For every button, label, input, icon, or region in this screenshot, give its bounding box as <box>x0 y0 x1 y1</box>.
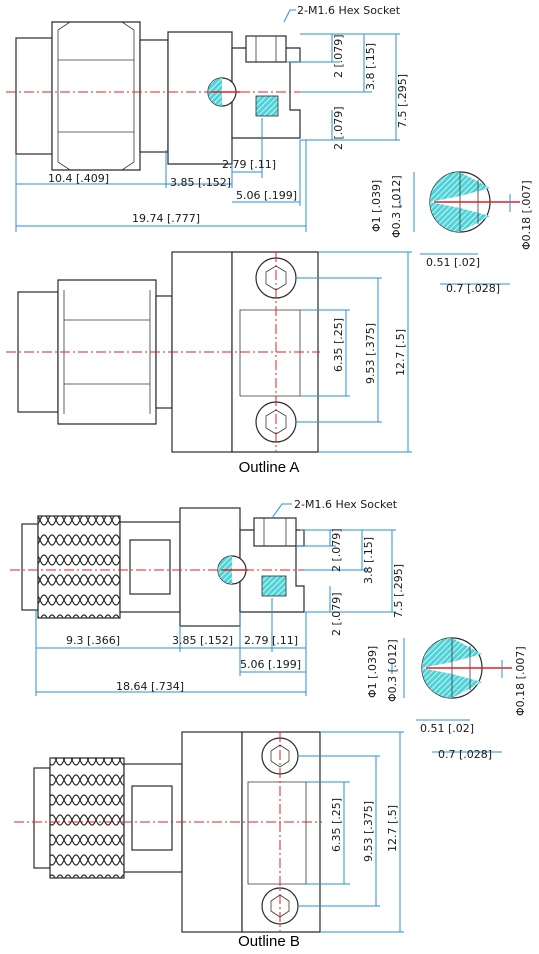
outline-a-side-view <box>6 21 320 171</box>
outline-b-d5: 0.7 [.028] <box>438 748 492 761</box>
outline-b-pin-detail: Φ1 [.039] Φ0.3 [.012] Φ0.18 [.007] 0.51 … <box>366 637 527 761</box>
outline-b-d1: Φ1 [.039] <box>366 646 379 698</box>
outline-b-d3: Φ0.18 [.007] <box>514 646 527 716</box>
outline-a-len4: 5.06 [.199] <box>236 189 297 202</box>
outline-a-d4: 0.51 [.02] <box>426 256 480 269</box>
outline-b-side-view <box>10 507 322 627</box>
outline-b-d4: 0.51 [.02] <box>420 722 474 735</box>
outline-a-screw-head <box>245 35 287 63</box>
outline-a-neck <box>139 39 169 153</box>
outline-b-len2: 3.85 [.152] <box>172 634 233 647</box>
outline-a-d5: 0.7 [.028] <box>446 282 500 295</box>
outline-a-body-head <box>231 47 301 139</box>
outline-b-h2: 3.8 [.15] <box>362 537 375 584</box>
outline-a-h2: 3.8 [.15] <box>364 43 377 90</box>
outline-a-w2: 9.53 [.375] <box>364 323 377 384</box>
outline-a-pin-detail: Φ1 [.039] Φ0.3 [.012] Φ0.18 [.007] 0.51 … <box>370 171 533 295</box>
outline-b-shell <box>21 523 39 611</box>
outline-a-hex-nut <box>51 21 141 171</box>
outline-a-screw-thread <box>255 95 279 117</box>
outline-b-top-flat <box>131 785 173 851</box>
outline-a-h3: 7.5 [.295] <box>396 74 409 128</box>
outline-b-len1: 9.3 [.366] <box>66 634 120 647</box>
outline-a-w1: 6.35 [.25] <box>332 318 345 372</box>
outline-b-top-body <box>181 731 243 933</box>
outline-b-top-shell <box>33 767 51 869</box>
outline-b-neck-flat <box>129 539 171 595</box>
outline-b-screw-head <box>253 517 297 547</box>
outline-a-h1: 2 [.079] <box>332 34 345 78</box>
outline-a-d1: Φ1 [.039] <box>370 180 383 232</box>
outline-a-len3: 2.79 [.11] <box>222 158 276 171</box>
outline-a-h4: 2 [.079] <box>332 106 345 150</box>
outline-b-top-thread <box>49 757 125 879</box>
outline-b-h1: 2 [.079] <box>330 528 343 572</box>
outline-a-side-dimensions: 2-M1.6 Hex Socket 10.4 [.409] 3.85 [.152… <box>15 4 409 232</box>
outline-b-w1: 6.35 [.25] <box>330 798 343 852</box>
outline-b-h3: 7.5 [.295] <box>392 564 405 618</box>
outline-b-top-view: 6.35 [.25] 9.53 [.375] 12.7 [.5] <box>14 731 404 933</box>
outline-a-coupling-shell <box>15 37 53 155</box>
outline-a-len2: 3.85 [.152] <box>170 176 231 189</box>
outline-b-body-head <box>239 529 305 613</box>
outline-b-w2: 9.53 [.375] <box>362 801 375 862</box>
outline-a-top-hex <box>57 279 157 425</box>
outline-a-d2: Φ0.3 [.012] <box>390 175 403 238</box>
outline-b-len3: 2.79 [.11] <box>244 634 298 647</box>
outline-b-len4: 5.06 [.199] <box>240 658 301 671</box>
outline-b-screw-thread <box>261 575 287 597</box>
outline-a-caption: Outline A <box>239 459 300 476</box>
outline-b-total: 18.64 [.734] <box>116 680 184 693</box>
outline-a-top-view: 6.35 [.25] 9.53 [.375] 12.7 [.5] <box>6 251 412 453</box>
outline-b-w3: 12.7 [.5] <box>386 805 399 852</box>
outline-a-total: 19.74 [.777] <box>132 212 200 225</box>
outline-b-caption: Outline B <box>238 933 300 950</box>
outline-b-side-dimensions: 2-M1.6 Hex Socket 9.3 [.366] 3.85 [.152]… <box>35 498 405 696</box>
outline-b-h4: 2 [.079] <box>330 592 343 636</box>
outline-b-d2: Φ0.3 [.012] <box>386 639 399 702</box>
outline-a-callout: 2-M1.6 Hex Socket <box>297 4 401 17</box>
outline-b-body-block <box>179 507 241 627</box>
outline-a-w3: 12.7 [.5] <box>394 329 407 376</box>
outline-a-d3: Φ0.18 [.007] <box>520 180 533 250</box>
outline-a-len1: 10.4 [.409] <box>48 172 109 185</box>
outline-b-threaded-body <box>37 515 121 619</box>
outline-b-callout: 2-M1.6 Hex Socket <box>294 498 398 511</box>
